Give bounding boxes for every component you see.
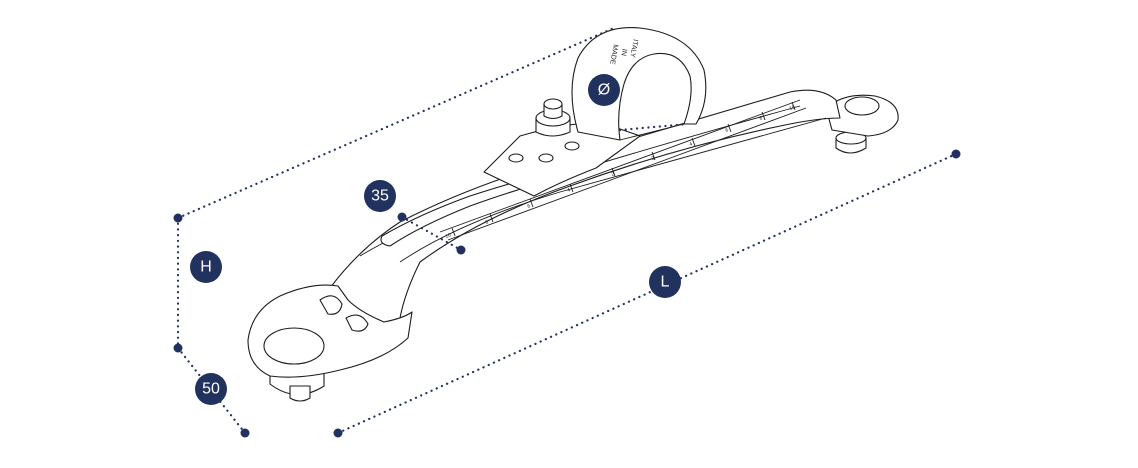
near-foot xyxy=(247,284,413,402)
scale-mark: 4 xyxy=(567,187,572,194)
depth-dotted-line xyxy=(176,346,247,435)
scale-ticks xyxy=(451,101,796,237)
scale-numbers: 10 8 6 4 2 2 4 6 8 10 xyxy=(445,104,796,240)
dimension-dot xyxy=(173,343,183,353)
height-label: H xyxy=(200,259,212,276)
diameter-label: Ø xyxy=(598,82,610,99)
far-foot xyxy=(825,94,899,154)
dimension-dot xyxy=(333,428,343,438)
length-dotted-line xyxy=(336,152,958,435)
dimension-lines xyxy=(173,26,961,438)
length-badge: L xyxy=(649,266,681,298)
stamp-line-2: IN xyxy=(619,48,627,56)
scale-mark: 2 xyxy=(651,155,656,162)
scale-mark: 10 xyxy=(789,104,796,112)
clamp-plate xyxy=(483,98,641,197)
scale-mark: 8 xyxy=(485,219,490,226)
overall-top-dotted-line xyxy=(176,26,616,220)
scale-mark: 6 xyxy=(725,127,730,134)
dimension-badges: H 35 Ø L 50 xyxy=(190,74,681,405)
dimension-dot xyxy=(240,428,250,438)
scale-mark: 6 xyxy=(527,203,532,210)
bracket-drawing: 10 8 6 4 2 2 4 6 8 10 xyxy=(247,27,899,402)
diameter-dotted-line xyxy=(618,122,690,132)
width-badge: 35 xyxy=(364,180,396,212)
scale-mark: 4 xyxy=(689,141,694,148)
diameter-badge: Ø xyxy=(588,74,620,106)
length-label: L xyxy=(661,274,670,291)
stamp-line-1: MADE xyxy=(608,44,618,65)
dimension-dot xyxy=(397,212,407,222)
dimension-dot xyxy=(173,213,183,223)
slot-width-dotted-line xyxy=(400,215,463,252)
scale-mark: 8 xyxy=(759,115,764,122)
dimension-dot xyxy=(456,245,466,255)
dimension-dot xyxy=(951,149,961,159)
scale-mark: 2 xyxy=(611,171,616,178)
stamp-line-3: ITALY xyxy=(628,39,638,59)
height-badge: H xyxy=(190,251,222,283)
width-label: 35 xyxy=(371,188,389,205)
pipe-strap: MADE IN ITALY xyxy=(571,27,707,141)
clamp-nut xyxy=(535,98,571,137)
depth-badge: 50 xyxy=(195,373,227,405)
depth-label: 50 xyxy=(202,381,220,398)
scale-mark: 10 xyxy=(445,232,452,240)
